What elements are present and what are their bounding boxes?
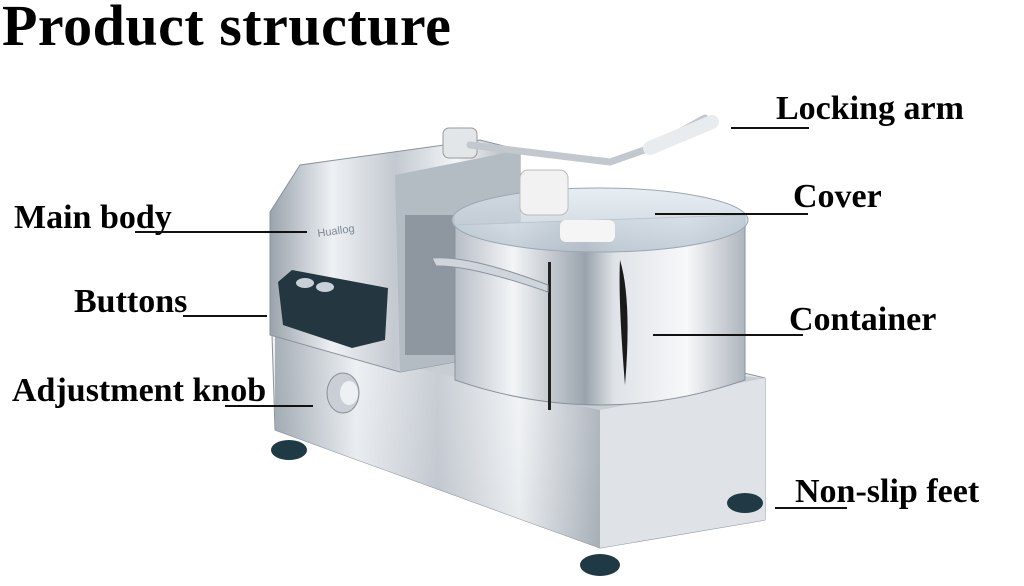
label-locking-arm: Locking arm — [776, 90, 964, 127]
label-adjustment-knob: Adjustment knob — [12, 372, 267, 409]
leader-cover — [655, 213, 808, 215]
leader-locking-arm — [731, 127, 809, 129]
brand-logo: Huallog — [317, 223, 356, 240]
leader-non-slip-feet — [775, 507, 847, 509]
foot-front-right — [580, 554, 620, 576]
page-title: Product structure — [2, 0, 452, 58]
adjustment-knob-shape — [326, 372, 360, 414]
label-buttons: Buttons — [74, 283, 188, 320]
locking-arm-shape — [442, 114, 719, 166]
leader-container — [653, 334, 803, 336]
label-non-slip-feet: Non-slip feet — [795, 473, 980, 510]
leader-main-body — [135, 231, 307, 233]
leader-adjustment-knob — [225, 405, 313, 407]
label-cover: Cover — [793, 178, 882, 215]
foot-front-left — [271, 440, 307, 460]
leader-buttons — [183, 315, 267, 317]
cover-cap — [519, 169, 615, 242]
foot-back-right — [727, 493, 763, 513]
label-container: Container — [789, 301, 937, 338]
label-main-body: Main body — [14, 199, 172, 236]
button-panel — [278, 270, 388, 348]
